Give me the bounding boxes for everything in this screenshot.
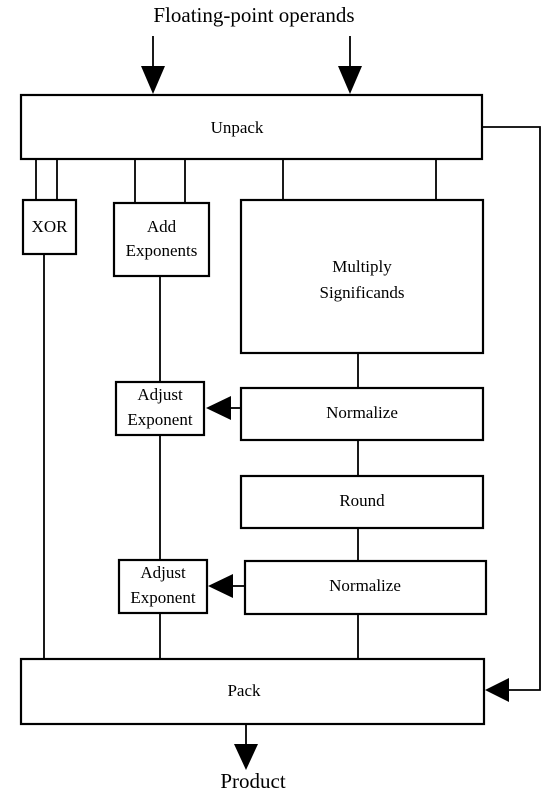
normalize-block-1: Normalize: [239, 386, 485, 442]
adjust-exponent-block-1: Adjust Exponent: [114, 380, 206, 437]
output-label: Product: [220, 769, 285, 793]
multiply-significands-label-line2: Significands: [320, 283, 405, 302]
normalize-1-label: Normalize: [326, 403, 398, 422]
xor-label: XOR: [32, 217, 69, 236]
adjust-exponent-1-label-line1: Adjust: [137, 385, 183, 404]
add-exponents-label-line1: Add: [147, 217, 177, 236]
operand-input-arrows: [141, 36, 362, 94]
unpack-label: Unpack: [211, 118, 264, 137]
normalize-block-2: Normalize: [243, 559, 488, 616]
product-output-arrow: [234, 724, 258, 770]
xor-block: XOR: [21, 198, 78, 256]
add-exponents-block: Add Exponents: [112, 201, 211, 278]
adjust-exponent-2-label-line2: Exponent: [130, 588, 195, 607]
unpack-to-multiply-wires: [282, 159, 437, 200]
multiply-significands-label-line1: Multiply: [332, 257, 392, 276]
multiply-significands-block: Multiply Significands: [239, 198, 485, 355]
add-exponents-label-line2: Exponents: [126, 241, 198, 260]
normalize-to-adjust-arrow-2: [208, 574, 245, 598]
round-block: Round: [239, 474, 485, 530]
unpack-to-xor-wires: [35, 159, 58, 200]
normalize-to-adjust-arrow-1: [206, 396, 241, 420]
bypass-path: [482, 126, 541, 702]
adjust-exponent-2-label-line1: Adjust: [140, 563, 186, 582]
pack-label: Pack: [227, 681, 261, 700]
round-label: Round: [339, 491, 385, 510]
unpack-block: Unpack: [19, 93, 484, 161]
adjust-exponent-1-label-line2: Exponent: [127, 410, 192, 429]
normalize-2-label: Normalize: [329, 576, 401, 595]
pack-block: Pack: [19, 657, 486, 726]
input-label: Floating-point operands: [153, 3, 354, 27]
unpack-to-add-exponents-wires: [134, 159, 186, 203]
adjust-exponent-block-2: Adjust Exponent: [117, 558, 209, 615]
